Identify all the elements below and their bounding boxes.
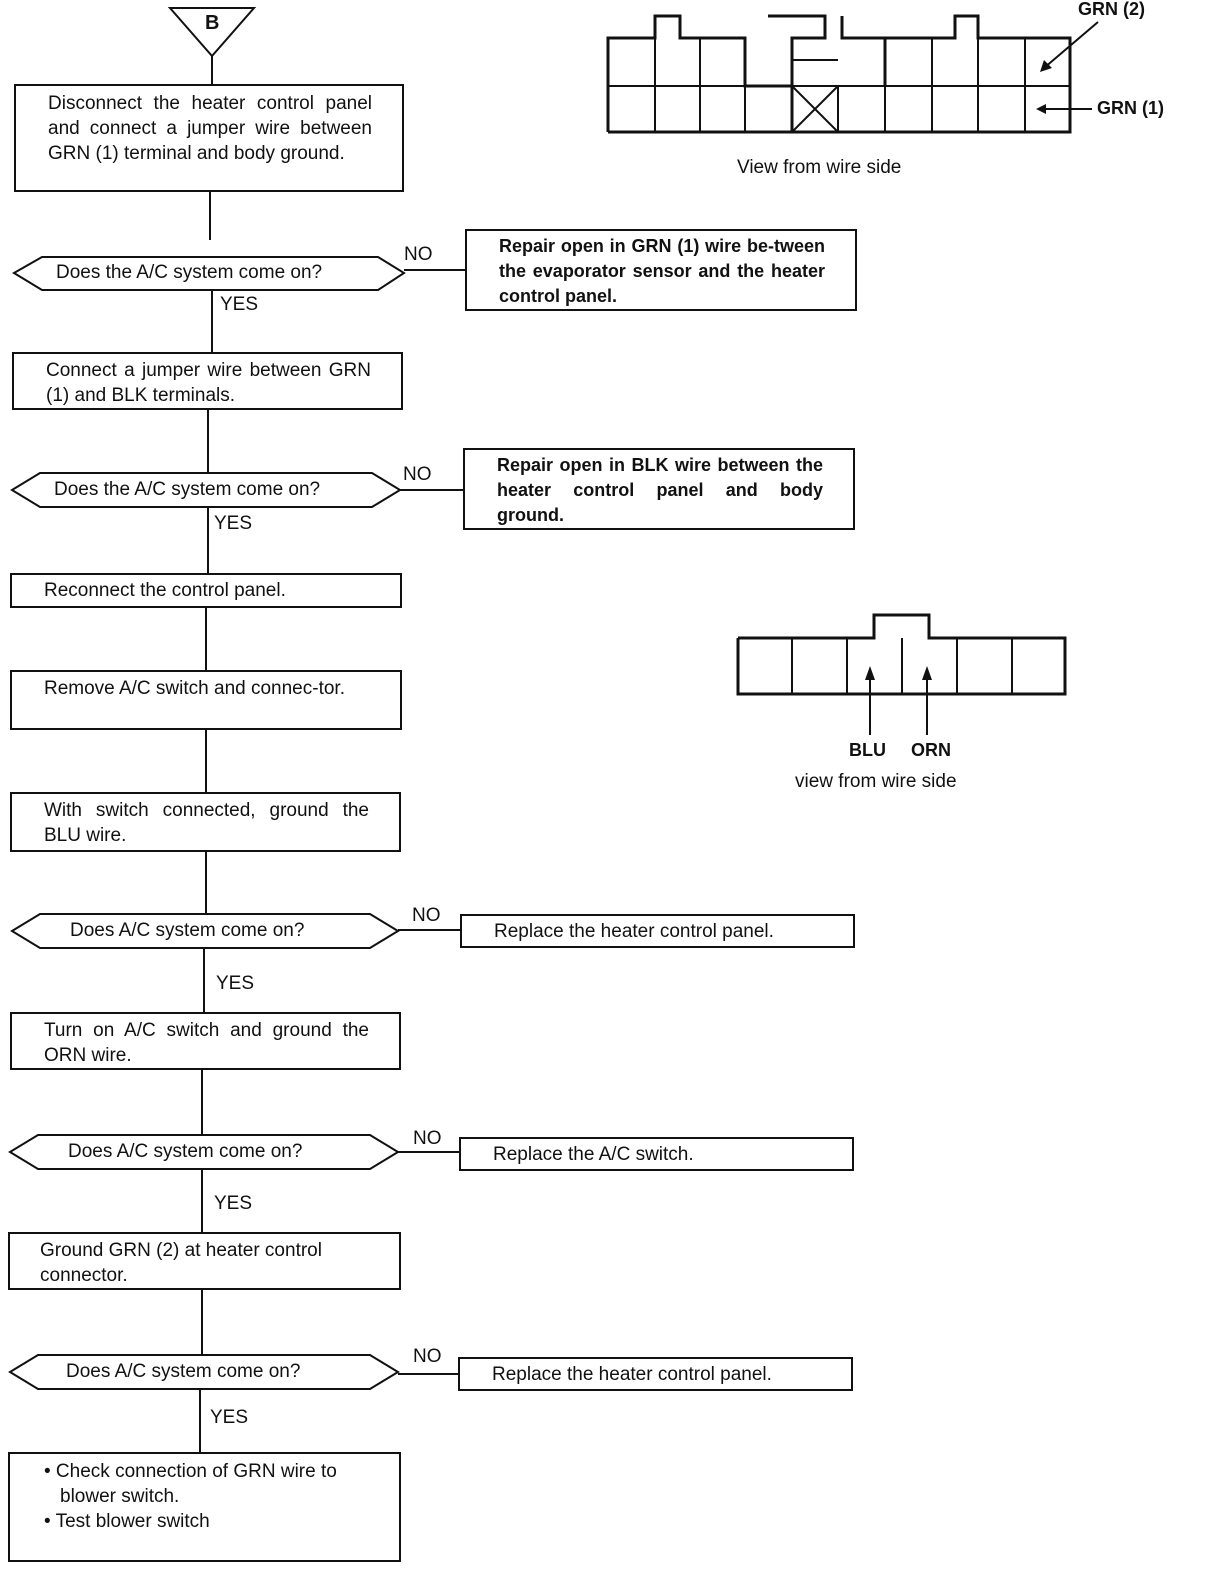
outcome-replace-heater-panel-1: Replace the heater control panel.: [460, 914, 855, 948]
decision-3-text: Does A/C system come on?: [70, 920, 305, 941]
decision-1-shape: [12, 256, 406, 291]
step-ground-grn2: Ground GRN (2) at heater control connect…: [8, 1232, 401, 1290]
connector-1-caption: View from wire side: [737, 157, 902, 178]
step-reconnect-panel: Reconnect the control panel.: [10, 573, 402, 608]
step-disconnect-panel: Disconnect the heater control panel and …: [14, 84, 404, 192]
decision-4-text: Does A/C system come on?: [68, 1141, 303, 1162]
decision-2-text: Does the A/C system come on?: [54, 479, 321, 500]
start-marker-triangle: [167, 7, 257, 58]
connector-2-caption: view from wire side: [795, 771, 957, 792]
connector-2-diagram: [736, 613, 1067, 735]
connector-1-label-grn2: GRN (2): [1078, 0, 1145, 19]
connector-1-diagram: [606, 14, 1099, 134]
final-check-item-1: • Check connection of GRN wire to blower…: [44, 1461, 337, 1507]
yes-label-4: YES: [214, 1193, 253, 1214]
connector-2-label-orn: ORN: [911, 740, 951, 760]
no-label-3: NO: [412, 905, 441, 926]
step-ground-orn-wire: Turn on A/C switch and ground the ORN wi…: [10, 1012, 401, 1070]
outcome-replace-ac-switch: Replace the A/C switch.: [459, 1137, 854, 1171]
final-check-item-2: • Test blower switch: [44, 1511, 210, 1532]
outcome-repair-grn1-wire: Repair open in GRN (1) wire be-tween the…: [465, 229, 857, 311]
yes-label-2: YES: [214, 513, 253, 534]
decision-5-text: Does A/C system come on?: [66, 1361, 301, 1382]
yes-label-3: YES: [216, 973, 255, 994]
connector-1-label-grn1: GRN (1): [1097, 98, 1164, 118]
step-remove-ac-switch: Remove A/C switch and connec-tor.: [10, 670, 402, 730]
connector-2-label-blu: BLU: [849, 740, 886, 760]
step-ground-blu-wire: With switch connected, ground the BLU wi…: [10, 792, 401, 852]
no-label-5: NO: [413, 1346, 442, 1367]
decision-5-shape: [8, 1354, 400, 1390]
no-label-1: NO: [404, 244, 433, 265]
outcome-repair-blk-wire: Repair open in BLK wire between the heat…: [463, 448, 855, 530]
yes-label-5: YES: [210, 1407, 249, 1428]
outcome-replace-heater-panel-2: Replace the heater control panel.: [458, 1357, 853, 1391]
step-final-checks: • Check connection of GRN wire to blower…: [8, 1452, 401, 1562]
no-label-2: NO: [403, 464, 432, 485]
step-jumper-grn-blk: Connect a jumper wire between GRN (1) an…: [12, 352, 403, 410]
start-marker-label: B: [205, 12, 220, 34]
decision-1-text: Does the A/C system come on?: [56, 262, 323, 283]
yes-label-1: YES: [220, 294, 259, 315]
no-label-4: NO: [413, 1128, 442, 1149]
